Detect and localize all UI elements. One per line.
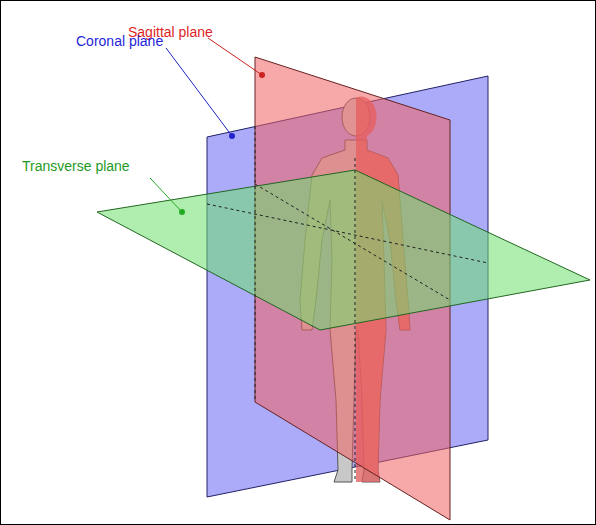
transverse-plane	[97, 170, 590, 330]
coronal-label: Coronal plane	[76, 33, 163, 49]
transverse-label: Transverse plane	[22, 158, 130, 174]
intersection-lines	[207, 126, 488, 480]
leader-lines	[150, 38, 265, 215]
